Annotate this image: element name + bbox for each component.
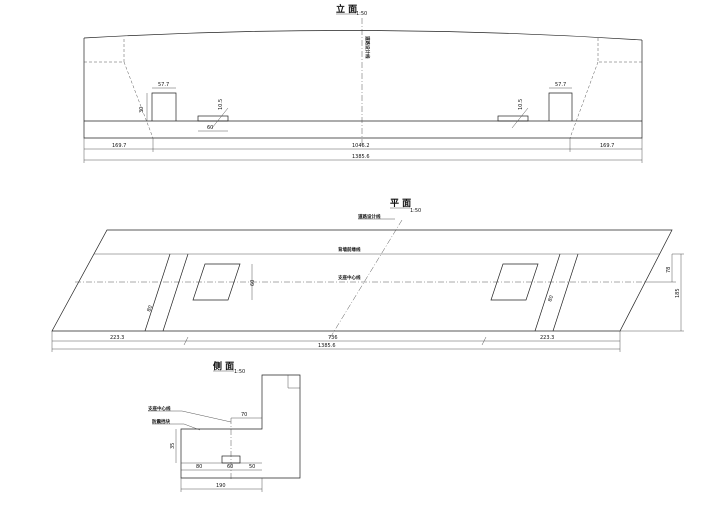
elevation-block-height: 30 xyxy=(139,107,145,113)
side-total: 190 xyxy=(216,483,226,489)
plan-height-total: 185 xyxy=(675,288,681,298)
side-bottom-c: 50 xyxy=(249,464,255,470)
elevation-view: 立 面 1:50 道路设计线 57.7 57.7 30 10.5 10.5 60 xyxy=(83,3,643,163)
side-bottom-a: 80 xyxy=(196,464,202,470)
side-bearing-leader xyxy=(181,410,232,423)
plan-skew-left: 80 xyxy=(146,305,154,313)
plan-block-right-a xyxy=(534,253,561,332)
plan-backwall-label: 背墙前缘线 xyxy=(338,246,361,253)
elevation-pad-left xyxy=(197,115,229,122)
side-shear-leader xyxy=(183,423,201,431)
elevation-pad-right-leader xyxy=(511,107,529,129)
elevation-wing-right-slope xyxy=(569,61,599,139)
elevation-wing-left-slope xyxy=(123,61,154,139)
elevation-outline xyxy=(83,38,643,139)
elevation-dim-total: 1385.6 xyxy=(352,154,370,160)
elevation-block-right-width: 57.7 xyxy=(555,82,566,88)
elevation-pad-right xyxy=(497,115,529,122)
plan-scale: 1:50 xyxy=(410,208,421,214)
elevation-centerline-label: 道路设计线 xyxy=(364,36,371,59)
plan-road-design-label: 道路设计线 xyxy=(358,213,381,220)
plan-pad-left xyxy=(192,263,241,301)
elevation-dim-left: 169.7 xyxy=(112,143,126,149)
side-scale: 1:50 xyxy=(234,369,245,375)
plan-block-left-b xyxy=(162,253,189,332)
elevation-dim-middle: 1046.2 xyxy=(352,143,370,149)
plan-pad-dim: 60 xyxy=(250,280,256,286)
plan-dim-right: 223.3 xyxy=(540,335,554,341)
plan-dim-tick-b xyxy=(481,336,487,346)
plan-dim-left: 223.3 xyxy=(110,335,124,341)
side-bottom-b: 60 xyxy=(227,464,233,470)
side-shear-label: 防震挡块 xyxy=(152,418,170,425)
plan-view: 平 面 1:50 道路设计线 背墙前缘线 支座中心线 80 80 60 223.… xyxy=(51,198,684,352)
plan-height-upper: 78 xyxy=(666,267,672,273)
elevation-pad-left-height: 10.5 xyxy=(218,99,224,110)
plan-skew-right: 80 xyxy=(547,295,555,303)
elevation-wing-left xyxy=(84,38,125,63)
side-outline xyxy=(180,374,301,479)
elevation-top-profile xyxy=(83,30,643,41)
elevation-pad-right-height: 10.5 xyxy=(518,99,524,110)
plan-dim-middle: 736 xyxy=(328,335,338,341)
plan-road-design-line xyxy=(329,219,403,339)
plan-block-right-b xyxy=(552,253,579,332)
elevation-title: 立 面 xyxy=(336,3,357,15)
side-notch xyxy=(287,375,300,389)
elevation-scale: 1:50 xyxy=(356,11,367,17)
elevation-block-left xyxy=(151,92,177,121)
plan-title: 平 面 xyxy=(390,198,411,209)
side-view: 侧 面 1:50 支座中心线 防震挡块 70 35 80 60 50 190 xyxy=(148,360,301,492)
side-bearing-label: 支座中心线 xyxy=(148,405,171,412)
elevation-block-left-width: 57.7 xyxy=(158,82,169,88)
plan-block-left-a xyxy=(144,253,171,332)
plan-dim-total: 1385.6 xyxy=(318,343,336,349)
elevation-pad-width: 60 xyxy=(207,125,213,131)
elevation-dim-right: 169.7 xyxy=(600,143,614,149)
side-top-offset: 70 xyxy=(241,412,247,418)
side-left-height: 35 xyxy=(170,443,176,449)
plan-bearing-label: 支座中心线 xyxy=(338,274,361,281)
elevation-pad-left-leader xyxy=(211,107,229,129)
side-title: 侧 面 xyxy=(213,360,234,372)
elevation-block-right xyxy=(548,92,573,121)
plan-outline xyxy=(51,229,673,332)
plan-dim-tick-a xyxy=(183,336,189,346)
elevation-wing-right xyxy=(597,38,642,63)
plan-pad-right xyxy=(490,263,539,301)
